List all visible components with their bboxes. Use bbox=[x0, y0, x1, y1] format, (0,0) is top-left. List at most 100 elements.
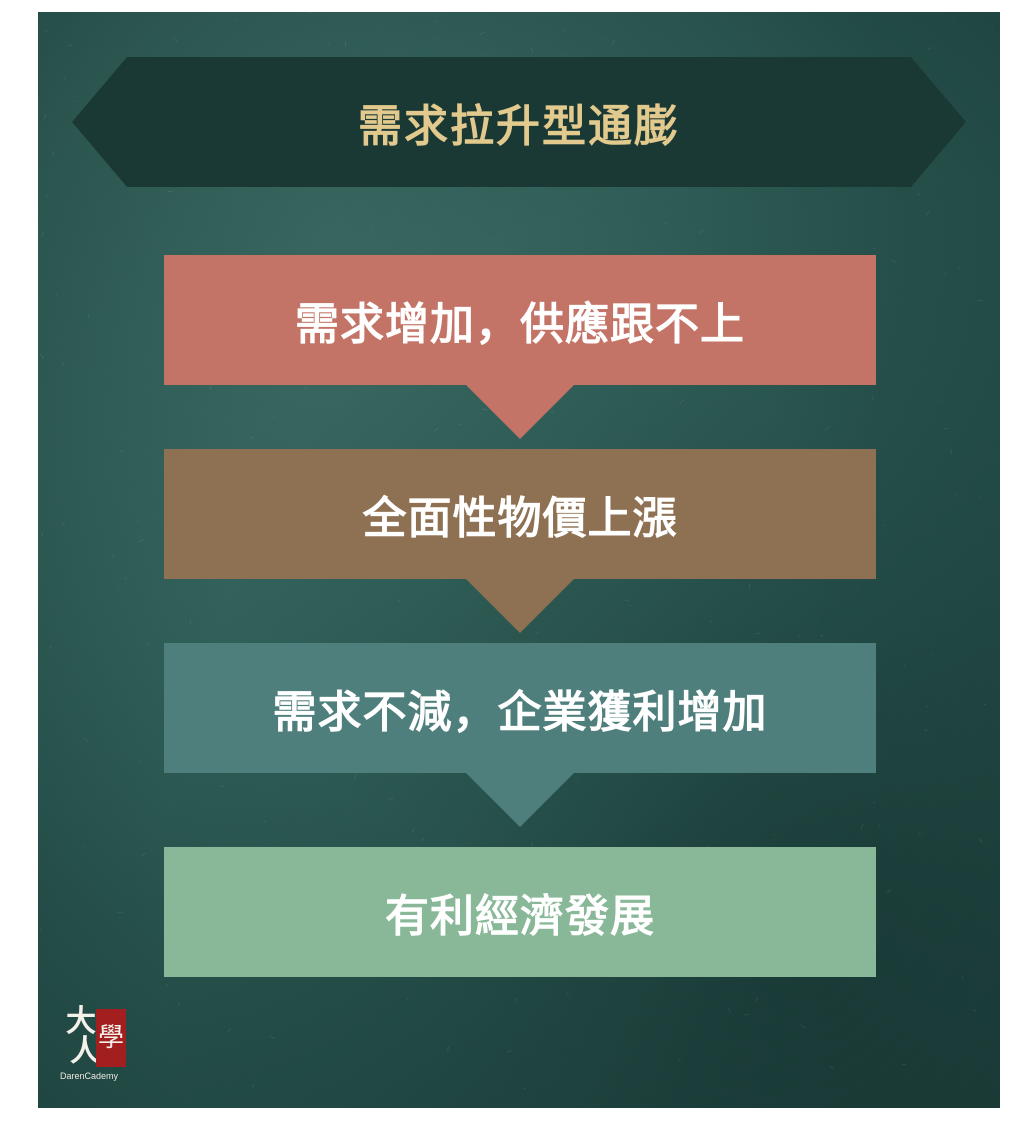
texture-speck bbox=[612, 39, 615, 46]
texture-speck bbox=[83, 737, 89, 742]
step-box-1: 需求增加，供應跟不上 bbox=[164, 255, 876, 385]
texture-speck bbox=[72, 100, 76, 103]
texture-speck bbox=[226, 1028, 232, 1033]
texture-speck bbox=[49, 824, 52, 827]
texture-speck bbox=[372, 389, 375, 392]
texture-speck bbox=[270, 1035, 275, 1040]
texture-speck bbox=[479, 31, 485, 36]
texture-speck bbox=[931, 653, 935, 656]
texture-speck bbox=[983, 703, 987, 706]
texture-speck bbox=[141, 852, 146, 857]
texture-speck bbox=[562, 29, 565, 32]
logo-caption: DarenCademy bbox=[60, 1071, 119, 1081]
texture-speck bbox=[252, 1083, 254, 1088]
step-box-3: 需求不減，企業獲利增加 bbox=[164, 643, 876, 773]
texture-speck bbox=[829, 1065, 834, 1070]
texture-speck bbox=[873, 801, 876, 804]
texture-speck bbox=[943, 272, 947, 275]
texture-speck bbox=[137, 520, 140, 523]
texture-speck bbox=[63, 77, 67, 80]
step-box-4: 有利經濟發展 bbox=[164, 847, 876, 977]
texture-speck bbox=[421, 837, 425, 842]
texture-speck bbox=[87, 314, 90, 319]
texture-speck bbox=[530, 842, 534, 847]
texture-speck bbox=[800, 1024, 806, 1029]
texture-speck bbox=[137, 760, 142, 763]
texture-speck bbox=[748, 583, 751, 590]
texture-speck bbox=[709, 620, 714, 623]
texture-speck bbox=[754, 632, 762, 635]
texture-speck bbox=[61, 522, 66, 527]
texture-speck bbox=[272, 416, 276, 419]
flow-step-2: 全面性物價上漲 bbox=[164, 449, 876, 633]
texture-speck bbox=[623, 599, 630, 602]
texture-speck bbox=[51, 151, 56, 156]
texture-speck bbox=[82, 846, 84, 849]
flow-step-3: 需求不減，企業獲利增加 bbox=[164, 643, 876, 827]
texture-speck bbox=[881, 524, 885, 527]
texture-speck bbox=[353, 773, 357, 780]
step-label-2: 全面性物價上漲 bbox=[362, 493, 678, 544]
texture-speck bbox=[978, 838, 983, 843]
texture-speck bbox=[819, 634, 824, 637]
texture-speck bbox=[971, 689, 974, 692]
texture-speck bbox=[116, 911, 124, 914]
texture-speck bbox=[309, 12, 312, 15]
texture-speck bbox=[978, 496, 982, 499]
texture-speck bbox=[798, 635, 800, 638]
flow-step-4: 有利經濟發展 bbox=[164, 847, 876, 977]
texture-speck bbox=[663, 221, 667, 226]
texture-speck bbox=[927, 46, 932, 51]
texture-speck bbox=[592, 596, 595, 599]
texture-speck bbox=[901, 1063, 907, 1066]
texture-speck bbox=[677, 1058, 682, 1061]
texture-speck bbox=[141, 210, 144, 213]
texture-speck bbox=[727, 1008, 732, 1013]
texture-speck bbox=[48, 646, 53, 649]
texture-speck bbox=[506, 1050, 513, 1053]
texture-speck bbox=[250, 436, 255, 439]
texture-speck bbox=[434, 20, 437, 23]
texture-speck bbox=[679, 398, 685, 405]
texture-speck bbox=[886, 889, 892, 894]
texture-speck bbox=[855, 586, 857, 589]
texture-speck bbox=[147, 641, 150, 646]
texture-speck bbox=[870, 396, 875, 401]
texture-speck bbox=[234, 18, 236, 21]
down-arrow-1 bbox=[464, 383, 576, 439]
texture-speck bbox=[794, 987, 797, 990]
texture-speck bbox=[461, 1052, 464, 1055]
texture-speck bbox=[111, 553, 115, 558]
texture-speck bbox=[925, 211, 930, 216]
texture-speck bbox=[39, 928, 43, 931]
texture-speck bbox=[45, 30, 49, 33]
texture-speck bbox=[523, 1087, 527, 1090]
texture-speck bbox=[457, 423, 462, 426]
diagram-title: 需求拉升型通膨 bbox=[358, 101, 680, 152]
texture-speck bbox=[565, 992, 570, 995]
step-label-3: 需求不減，企業獲利增加 bbox=[272, 687, 768, 738]
texture-speck bbox=[168, 191, 173, 192]
texture-speck bbox=[514, 997, 518, 1002]
texture-speck bbox=[755, 997, 759, 1002]
texture-speck bbox=[178, 1001, 180, 1006]
texture-speck bbox=[119, 450, 125, 453]
texture-speck bbox=[940, 399, 942, 402]
texture-speck bbox=[174, 38, 178, 43]
texture-speck bbox=[43, 113, 47, 120]
texture-speck bbox=[954, 493, 958, 496]
texture-speck bbox=[406, 998, 408, 1001]
texture-speck bbox=[209, 384, 212, 391]
texture-speck bbox=[45, 195, 50, 198]
logo-char-person: 人 bbox=[70, 1034, 100, 1069]
step-label-1: 需求增加，供應跟不上 bbox=[295, 299, 745, 350]
texture-speck bbox=[824, 426, 830, 431]
texture-speck bbox=[950, 448, 952, 455]
down-arrow-2 bbox=[464, 577, 576, 633]
texture-speck bbox=[925, 705, 929, 708]
logo-char-big: 大 bbox=[66, 1004, 96, 1039]
texture-speck bbox=[372, 224, 374, 227]
texture-speck bbox=[990, 26, 994, 29]
texture-speck bbox=[746, 820, 749, 823]
texture-speck bbox=[397, 599, 402, 602]
